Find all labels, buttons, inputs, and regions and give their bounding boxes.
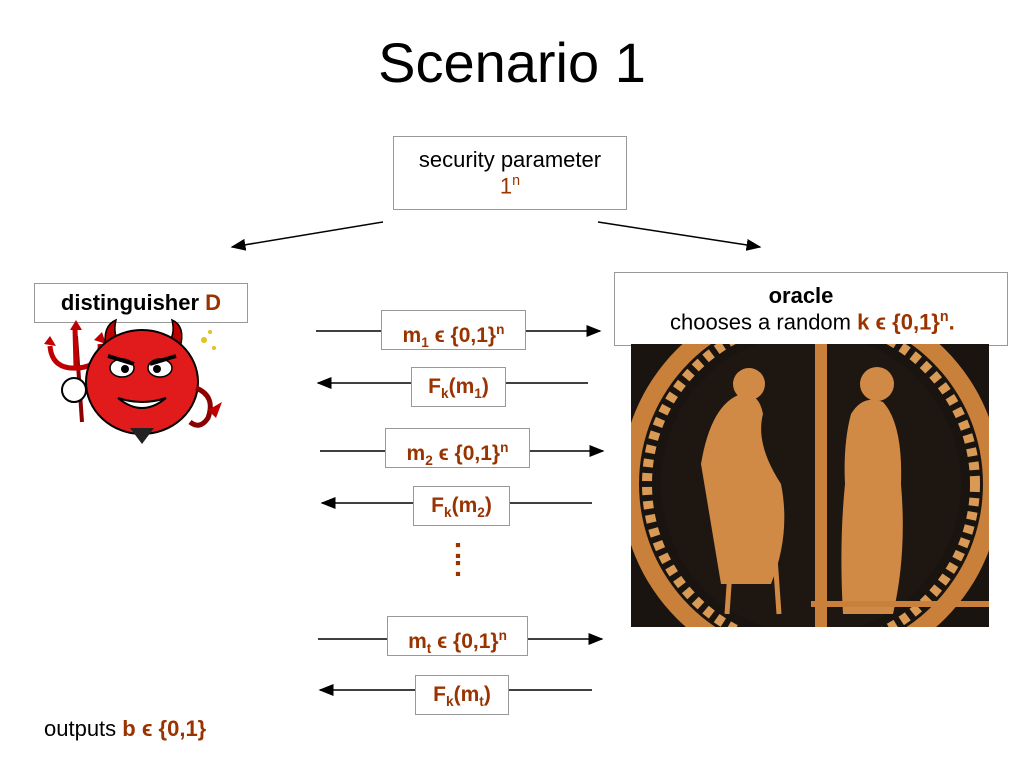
oracle-vase-image	[631, 344, 989, 627]
devil-icon	[44, 318, 222, 444]
distinguisher-box: distinguisher D	[34, 283, 248, 323]
outputs-text: outputs b ϵ {0,1}	[44, 716, 207, 741]
arrow-to-oracle	[597, 221, 762, 251]
distinguisher-letter: D	[205, 290, 222, 315]
arrow-to-distinguisher	[230, 221, 384, 251]
ellipsis-dots: ::	[453, 532, 463, 583]
distinguisher-label: distinguisher	[60, 290, 200, 315]
message-fk-m2: Fk(m2)	[413, 486, 510, 526]
message-fk-m1: Fk(m1)	[411, 367, 506, 407]
security-parameter-box: security parameter 1n	[393, 136, 627, 210]
oracle-description: chooses a random k ϵ {0,1}n.	[670, 309, 955, 335]
slide-title: Scenario 1	[378, 31, 646, 94]
security-parameter-label: security parameter	[418, 147, 602, 172]
security-parameter-value: 1n	[499, 173, 521, 199]
message-m1: m1 ϵ {0,1}n	[381, 310, 526, 350]
message-fk-mt: Fk(mt)	[415, 675, 509, 715]
oracle-box: oracle chooses a random k ϵ {0,1}n.	[614, 272, 1008, 346]
message-mt: mt ϵ {0,1}n	[387, 616, 528, 656]
oracle-title: oracle	[768, 283, 834, 308]
message-m2: m2 ϵ {0,1}n	[385, 428, 530, 468]
